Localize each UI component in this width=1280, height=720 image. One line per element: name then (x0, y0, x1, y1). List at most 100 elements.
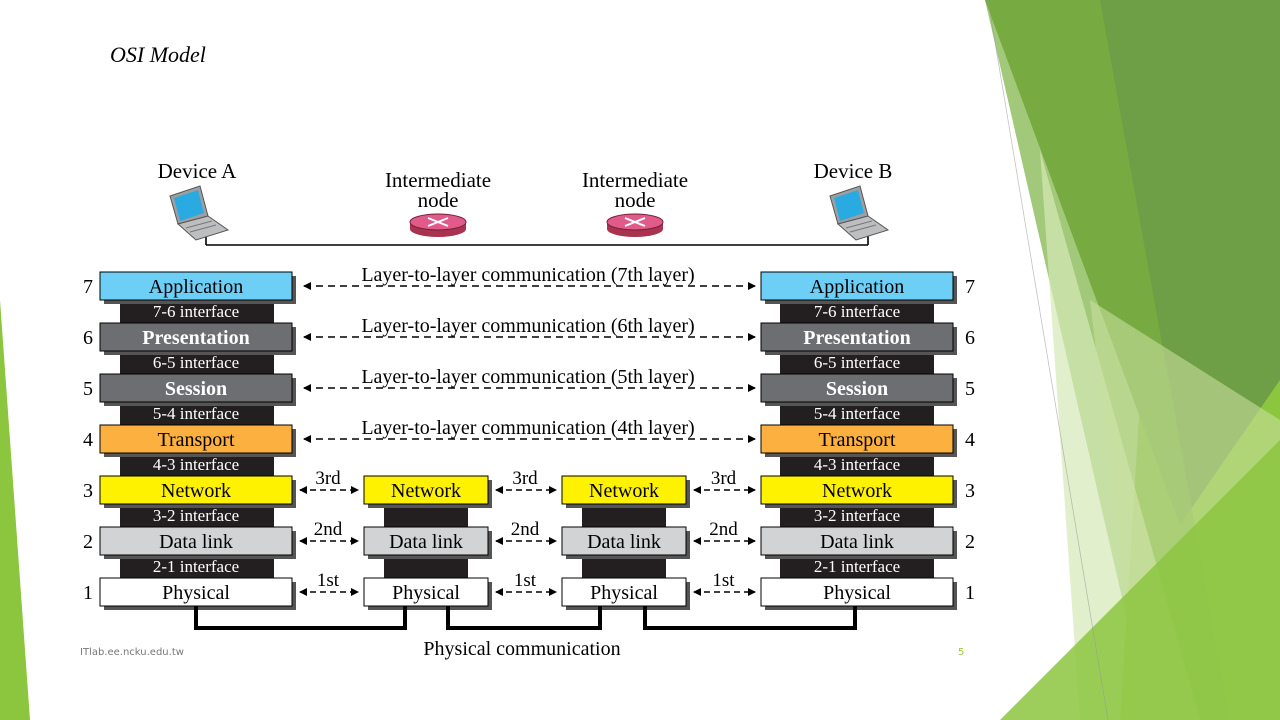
node2-layer-3 (561, 577, 687, 607)
page-number: 5 (958, 647, 965, 658)
layer-b-3 (760, 475, 954, 505)
intermediate-node-2-label-line2: node (615, 188, 656, 212)
layer-b-2 (760, 526, 954, 556)
layer-comm-label-bg (330, 264, 730, 284)
layer-number-left: 6 (83, 327, 93, 349)
laptop-icon-a-screen (174, 190, 204, 221)
layer-comm-label: Layer-to-layer communication (7th layer) (361, 264, 694, 286)
node2-layer-2 (561, 526, 687, 556)
layer-number-right: 1 (965, 582, 975, 604)
intermediate-node-2-label: Intermediate (582, 168, 688, 192)
hop-label: 1st (712, 570, 735, 591)
hop-label: 1st (317, 570, 340, 591)
device-b-label: Device B (814, 159, 893, 183)
layer-number-left: 7 (83, 276, 93, 298)
interface-label-a: 7-6 interface (153, 302, 239, 321)
layer-a-4 (99, 424, 293, 454)
interface-label-a: 4-3 interface (153, 455, 239, 474)
layer-number-left: 3 (83, 480, 93, 502)
hop-label: 3rd (315, 468, 341, 489)
layer-b-1-label: Physical (823, 582, 891, 604)
interface-label-a: 3-2 interface (153, 506, 239, 525)
hop-label: 2nd (709, 519, 738, 540)
layer-comm-label: Layer-to-layer communication (6th layer) (361, 315, 694, 337)
node2-layer-1 (561, 475, 687, 505)
layer-comm-label-bg (330, 417, 730, 437)
layer-b-4-label: Transport (818, 429, 895, 451)
footer-source: ITlab.ee.ncku.edu.tw (80, 647, 184, 658)
layer-number-left: 1 (83, 582, 93, 604)
hop-label: 2nd (314, 519, 343, 540)
laptop-icon-b-keys (845, 220, 873, 229)
layer-a-3-label: Network (161, 480, 231, 502)
layer-a-5-label: Session (165, 378, 227, 400)
interface-label-b: 7-6 interface (814, 302, 900, 321)
physical-communication-label: Physical communication (423, 638, 620, 660)
hop-label: 3rd (711, 468, 737, 489)
layer-b-2-label: Data link (820, 531, 894, 553)
node1-layer-3 (363, 577, 489, 607)
layer-a-7-label: Application (149, 276, 243, 298)
hop-label: 2nd (511, 519, 540, 540)
layer-b-7 (760, 271, 954, 301)
slide-title: OSI Model (110, 42, 206, 67)
layer-b-4 (760, 424, 954, 454)
router-icon-2-arrows (624, 217, 646, 227)
layer-a-6-label: Presentation (142, 327, 249, 349)
layer-a-3 (99, 475, 293, 505)
layer-a-5 (99, 373, 293, 403)
laptop-icon-b-screen (834, 190, 864, 221)
node1-layer-1 (363, 475, 489, 505)
interface-label-b: 5-4 interface (814, 404, 900, 423)
router-icon-1 (409, 213, 467, 237)
layer-a-1-label: Physical (162, 582, 230, 604)
layer-a-4-label: Transport (157, 429, 234, 451)
layer-comm-label: Layer-to-layer communication (4th layer) (361, 417, 694, 439)
layer-number-right: 7 (965, 276, 975, 298)
node2-layer-3-label: Physical (590, 582, 658, 604)
node1-layer-2 (363, 526, 489, 556)
device-a-label: Device A (158, 159, 238, 183)
layer-a-2 (99, 526, 293, 556)
layer-number-right: 5 (965, 378, 975, 400)
layer-b-7-label: Application (810, 276, 904, 298)
node1-layer-3-label: Physical (392, 582, 460, 604)
layer-number-right: 3 (965, 480, 975, 502)
interface-label-b: 3-2 interface (814, 506, 900, 525)
layer-comm-label: Layer-to-layer communication (5th layer) (361, 366, 694, 388)
interface-label-b: 6-5 interface (814, 353, 900, 372)
layer-number-right: 4 (965, 429, 975, 451)
node2-layer-2-label: Data link (587, 531, 661, 553)
layer-comm-label-bg (330, 366, 730, 386)
router-icon-1-arrows (427, 217, 449, 227)
physical-link-3 (643, 606, 857, 630)
interface-label-a: 5-4 interface (153, 404, 239, 423)
intermediate-node-1-label: Intermediate (385, 168, 491, 192)
physical-link-2 (446, 606, 602, 630)
layer-a-1 (99, 577, 293, 607)
interface-label-b: 4-3 interface (814, 455, 900, 474)
layer-b-1 (760, 577, 954, 607)
hop-label: 1st (514, 570, 537, 591)
interface-label-a: 2-1 interface (153, 557, 239, 576)
interface-label-a: 6-5 interface (153, 353, 239, 372)
interface-label-b: 2-1 interface (814, 557, 900, 576)
laptop-icon-b-keys (849, 224, 877, 233)
intermediate-node-1-label-line2: node (418, 188, 459, 212)
layer-b-3-label: Network (822, 480, 892, 502)
layer-b-6-label: Presentation (803, 327, 910, 349)
node2-layer-1-label: Network (589, 480, 659, 502)
layer-b-6 (760, 322, 954, 352)
layer-number-left: 2 (83, 531, 93, 553)
physical-link-1 (194, 606, 407, 630)
layer-b-5-label: Session (826, 378, 888, 400)
hop-label: 3rd (512, 468, 538, 489)
layer-a-2-label: Data link (159, 531, 233, 553)
laptop-icon-a-keys (189, 224, 217, 233)
node1-layer-1-label: Network (391, 480, 461, 502)
laptop-icon-a-keys (185, 220, 213, 229)
layer-comm-label-bg (330, 315, 730, 335)
layer-number-right: 6 (965, 327, 975, 349)
